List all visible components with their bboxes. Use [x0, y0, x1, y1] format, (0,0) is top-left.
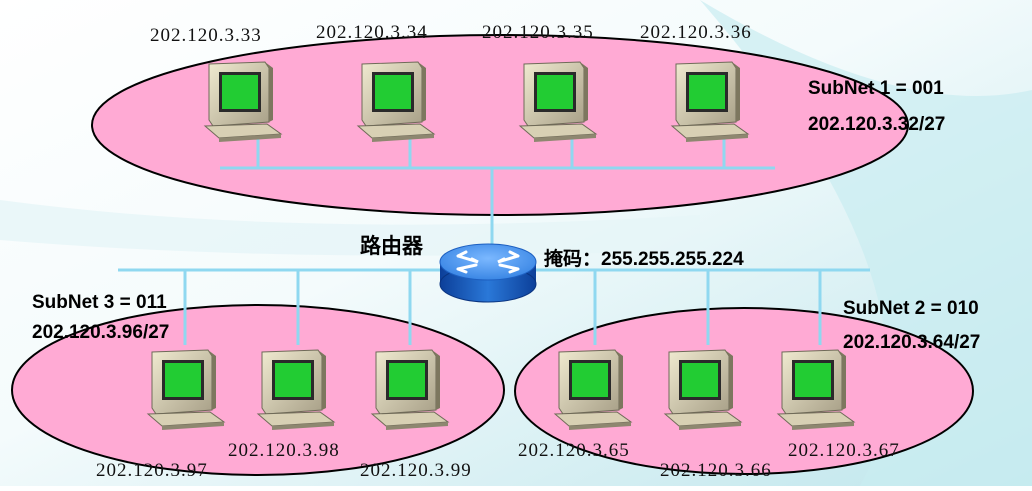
screen: [682, 363, 718, 397]
monitor-side: [732, 62, 740, 122]
subnet-2-network: 202.120.3.64/27: [843, 332, 981, 353]
computer-icon: [203, 61, 283, 142]
keyboard-edge: [569, 422, 631, 430]
computer-icon: [776, 349, 856, 430]
computer-icon: [663, 349, 743, 430]
host-ip: 202.120.3.66: [660, 460, 772, 481]
host-ip: 202.120.3.33: [150, 25, 262, 46]
monitor-side: [265, 62, 273, 122]
computer-icon: [553, 349, 633, 430]
keyboard-edge: [372, 134, 434, 142]
screen: [389, 363, 425, 397]
monitor-side: [432, 350, 440, 410]
subnet-3-network: 202.120.3.96/27: [32, 322, 170, 343]
screen: [795, 363, 831, 397]
screen: [572, 363, 608, 397]
computer-icon: [518, 61, 598, 142]
computer-icon: [670, 61, 750, 142]
host-ip: 202.120.3.36: [640, 22, 752, 43]
subnet-1-network: 202.120.3.32/27: [808, 114, 946, 135]
router-arrow: [456, 250, 479, 264]
host-ip: 202.120.3.97: [96, 460, 208, 481]
monitor-side: [725, 350, 733, 410]
router-label: 路由器: [360, 235, 423, 258]
keyboard-edge: [679, 422, 741, 430]
subnet-2-name: SubNet 2 = 010: [843, 298, 979, 319]
computer-icon: [146, 349, 226, 430]
monitor-side: [208, 350, 216, 410]
screen: [375, 75, 411, 109]
host-ip: 202.120.3.98: [228, 440, 340, 461]
host-ip: 202.120.3.34: [316, 22, 428, 43]
subnet-3-ellipse: [11, 304, 505, 476]
keyboard-edge: [386, 422, 448, 430]
keyboard-edge: [534, 134, 596, 142]
screen: [275, 363, 311, 397]
computer-icon: [256, 349, 336, 430]
host-ip: 202.120.3.99: [360, 460, 472, 481]
keyboard-edge: [792, 422, 854, 430]
computer-icon: [356, 61, 436, 142]
monitor-side: [838, 350, 846, 410]
subnet-3-name: SubNet 3 = 011: [32, 292, 167, 313]
keyboard-edge: [219, 134, 281, 142]
background-swoosh-2: [0, 200, 700, 256]
computer-icon: [370, 349, 450, 430]
keyboard-edge: [686, 134, 748, 142]
host-ip: 202.120.3.35: [482, 22, 594, 43]
monitor-side: [615, 350, 623, 410]
router-icon: [439, 243, 537, 303]
monitor-side: [580, 62, 588, 122]
subnet-1-name: SubNet 1 = 001: [808, 78, 944, 99]
screen: [537, 75, 573, 109]
keyboard-edge: [162, 422, 224, 430]
mask-label: 掩码：255.255.255.224: [544, 249, 744, 270]
host-ip: 202.120.3.67: [788, 440, 900, 461]
router-arrow: [498, 263, 520, 274]
screen: [165, 363, 201, 397]
router-top: [439, 243, 537, 281]
router-arrow: [497, 250, 520, 264]
screen: [689, 75, 725, 109]
monitor-side: [318, 350, 326, 410]
router-arrow: [456, 263, 478, 274]
subnet-2-ellipse: [514, 307, 974, 475]
screen: [222, 75, 258, 109]
monitor-side: [418, 62, 426, 122]
keyboard-edge: [272, 422, 334, 430]
host-ip: 202.120.3.65: [518, 440, 630, 461]
